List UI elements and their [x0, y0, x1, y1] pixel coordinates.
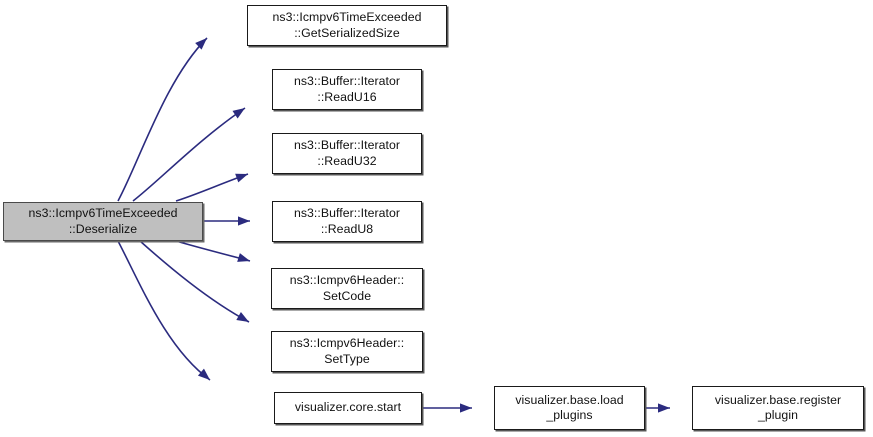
node-label: ns3::Icmpv6Header:: SetCode	[289, 273, 405, 303]
arrowhead-visualizer-core-start	[197, 368, 210, 380]
node-label: ns3::Icmpv6TimeExceeded ::GetSerializedS…	[272, 10, 422, 40]
arrowhead-visualizer-base-load-plugins	[460, 403, 472, 413]
node-get-serialized-size[interactable]: ns3::Icmpv6TimeExceeded ::GetSerializedS…	[247, 5, 447, 46]
edge-root-to-get-serialized-size	[117, 37, 208, 202]
arrowhead-read-u8	[238, 216, 250, 226]
node-visualizer-base-load-plugins[interactable]: visualizer.base.load _plugins	[494, 386, 645, 430]
node-root: ns3::Icmpv6TimeExceeded ::Deserialize	[3, 202, 203, 241]
arrowhead-set-type	[236, 312, 249, 322]
node-label: visualizer.core.start	[294, 400, 402, 415]
node-label: ns3::Icmpv6TimeExceeded ::Deserialize	[28, 206, 178, 236]
node-read-u16[interactable]: ns3::Buffer::Iterator ::ReadU16	[272, 69, 422, 110]
node-read-u32[interactable]: ns3::Buffer::Iterator ::ReadU32	[272, 133, 422, 174]
node-label: ns3::Buffer::Iterator ::ReadU8	[293, 206, 401, 236]
node-visualizer-core-start[interactable]: visualizer.core.start	[274, 392, 422, 424]
arrowhead-visualizer-base-register-plugin	[658, 403, 670, 413]
arrowhead-set-code	[237, 253, 250, 262]
node-label: visualizer.base.load _plugins	[515, 392, 624, 423]
node-set-code[interactable]: ns3::Icmpv6Header:: SetCode	[271, 268, 423, 309]
edge-root-to-set-type	[139, 240, 250, 323]
arrowhead-get-serialized-size	[195, 38, 207, 50]
arrowhead-read-u32	[235, 173, 248, 183]
node-read-u8[interactable]: ns3::Buffer::Iterator ::ReadU8	[272, 201, 422, 242]
arrowhead-read-u16	[232, 108, 245, 119]
node-label: ns3::Buffer::Iterator ::ReadU32	[293, 138, 401, 168]
edge-root-to-visualizer-core-start	[117, 240, 211, 381]
node-label: ns3::Buffer::Iterator ::ReadU16	[293, 74, 401, 104]
edge-root-to-read-u16	[132, 107, 246, 202]
node-set-type[interactable]: ns3::Icmpv6Header:: SetType	[271, 331, 423, 372]
node-label: visualizer.base.register _plugin	[714, 392, 842, 423]
node-label: ns3::Icmpv6Header:: SetType	[289, 336, 405, 366]
edge-root-to-set-code	[175, 240, 251, 262]
node-visualizer-base-register-plugin[interactable]: visualizer.base.register _plugin	[692, 386, 864, 430]
edge-root-to-read-u32	[175, 173, 249, 202]
